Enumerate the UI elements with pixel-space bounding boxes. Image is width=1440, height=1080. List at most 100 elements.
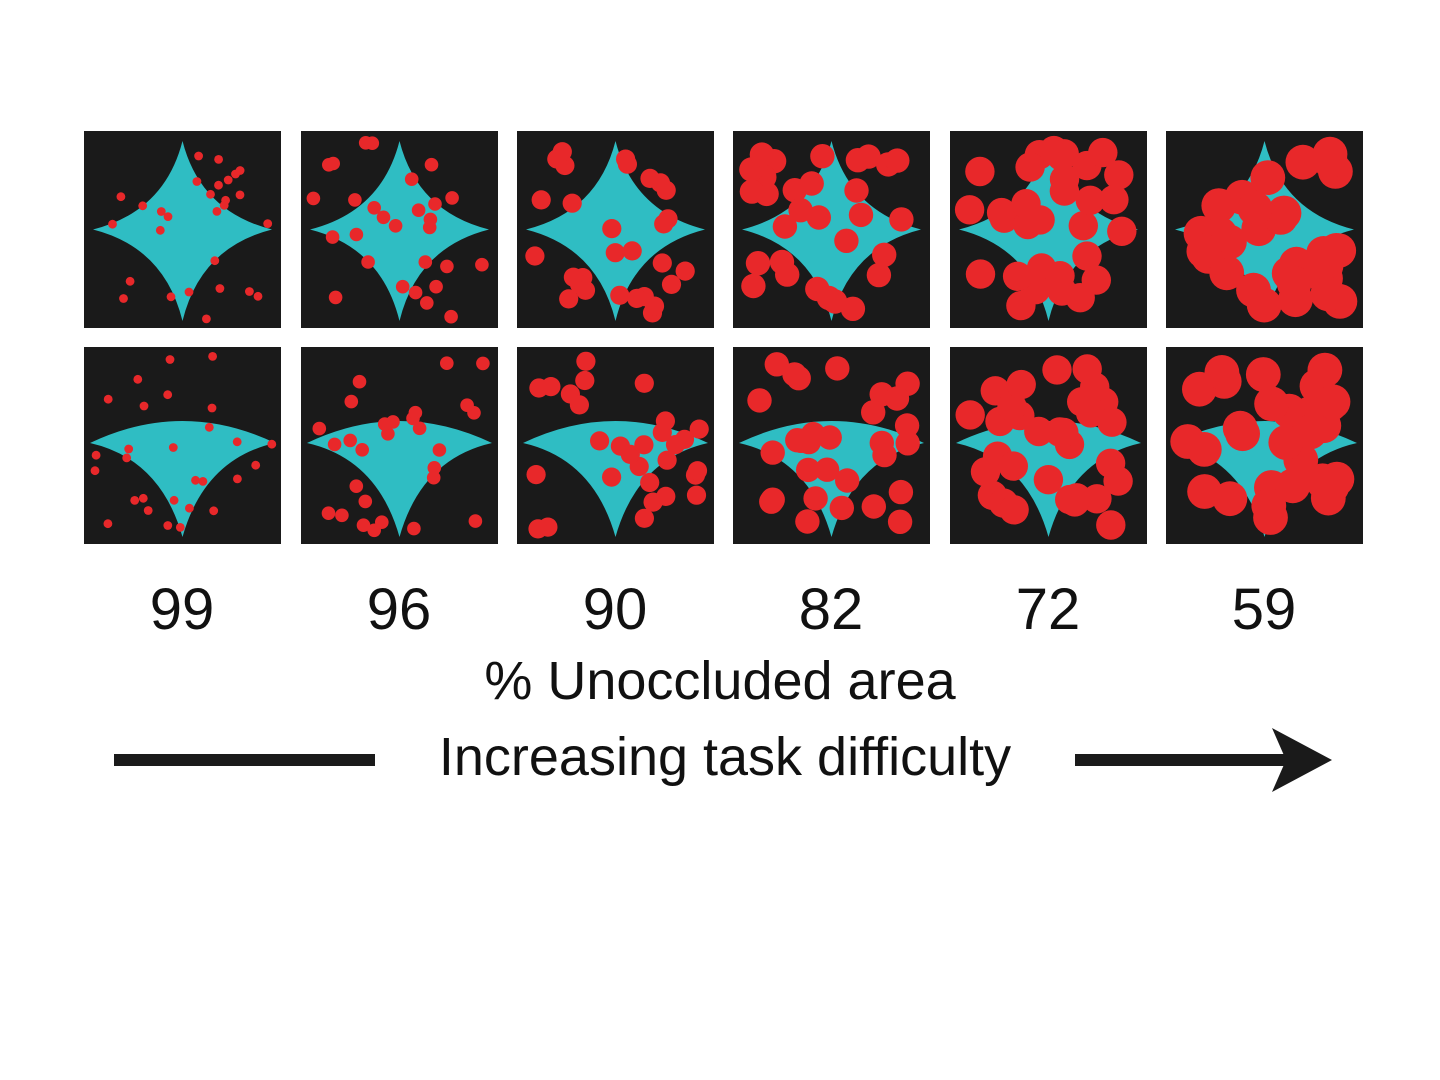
occluder-dot bbox=[885, 148, 910, 173]
occluder-dot bbox=[212, 207, 222, 216]
occluder-dot bbox=[344, 394, 359, 409]
stimulus-panel-59-fan bbox=[1166, 347, 1363, 544]
occluder-dot bbox=[590, 431, 610, 451]
occluder-dot bbox=[848, 202, 874, 228]
occluder-dot bbox=[1212, 481, 1248, 517]
occluder-dot bbox=[1047, 276, 1077, 306]
occluder-dot bbox=[845, 148, 871, 173]
occluder-dot bbox=[139, 401, 149, 411]
occluder-dot bbox=[1186, 233, 1222, 269]
occluder-dot bbox=[644, 296, 665, 316]
occluder-dot bbox=[440, 259, 454, 274]
occluder-dot bbox=[1204, 355, 1240, 390]
occluder-dot bbox=[1305, 463, 1340, 499]
occluder-dot bbox=[559, 289, 579, 309]
occluder-dot bbox=[125, 276, 135, 286]
occluder-dot bbox=[739, 179, 765, 204]
occluder-dot bbox=[251, 460, 261, 470]
occluder-dot bbox=[475, 257, 489, 272]
occluder-dot bbox=[90, 466, 100, 476]
occluder-dot bbox=[1285, 144, 1321, 180]
occluder-dot bbox=[185, 503, 194, 513]
occluder-dot bbox=[782, 362, 807, 387]
occluder-dot bbox=[861, 400, 886, 425]
occluder-dot bbox=[232, 437, 242, 447]
occluder-dot bbox=[468, 514, 483, 528]
occluder-dot bbox=[998, 451, 1028, 481]
occluder-dot bbox=[1006, 369, 1036, 400]
level-label-96: 96 bbox=[366, 577, 432, 642]
occluder-dot bbox=[204, 422, 214, 432]
occluder-dot bbox=[576, 351, 596, 371]
occluder-dot bbox=[163, 521, 173, 530]
stimulus-panel-96-fan bbox=[301, 347, 498, 544]
stimulus-panel-82-diamond bbox=[733, 131, 930, 328]
occluder-dot bbox=[1015, 152, 1045, 182]
occluder-dot bbox=[349, 479, 364, 494]
occluder-dot bbox=[610, 285, 630, 305]
occluder-dot bbox=[352, 374, 367, 389]
occluder-dot bbox=[426, 470, 441, 485]
occluder-dot bbox=[650, 173, 671, 193]
occluder-dot bbox=[206, 189, 215, 199]
occluder-dot bbox=[1321, 233, 1357, 268]
occluder-dot bbox=[634, 435, 654, 455]
occluder-dot bbox=[760, 487, 785, 512]
occluder-dot bbox=[775, 262, 800, 287]
occluder-dot bbox=[253, 291, 263, 301]
occluder-dot bbox=[1081, 265, 1112, 295]
occluder-dot bbox=[1025, 205, 1055, 235]
occluder-dot bbox=[772, 214, 798, 239]
level-label-99: 99 bbox=[149, 577, 215, 642]
occluder-dot bbox=[686, 485, 707, 505]
occluder-dot bbox=[825, 356, 850, 381]
occluder-dot bbox=[872, 242, 897, 267]
occluder-dot bbox=[335, 508, 349, 523]
occluder-dot bbox=[999, 495, 1029, 525]
occluder-dot bbox=[130, 496, 140, 505]
occluder-dot bbox=[407, 521, 421, 536]
occluder-dot bbox=[116, 192, 126, 202]
occluder-dot bbox=[674, 429, 695, 449]
occluder-dot bbox=[1024, 416, 1054, 447]
occluder-dot bbox=[245, 287, 254, 296]
occluder-dot bbox=[428, 197, 442, 211]
occluder-dot bbox=[1251, 488, 1287, 523]
occluder-dot bbox=[965, 156, 995, 187]
occluder-dot bbox=[365, 136, 380, 150]
occluder-dot bbox=[411, 203, 426, 217]
occluder-dot bbox=[191, 475, 200, 485]
occluder-dot bbox=[208, 352, 218, 361]
occluder-dot bbox=[444, 309, 458, 324]
stimulus-panel-82-fan bbox=[733, 347, 930, 544]
occluder-dot bbox=[358, 494, 373, 509]
occluder-dot bbox=[223, 175, 233, 185]
occluder-dot bbox=[343, 433, 358, 448]
occluder-dot bbox=[103, 519, 113, 529]
occluder-dot bbox=[884, 386, 910, 411]
occluder-dot bbox=[822, 289, 848, 314]
occluder-dot bbox=[1312, 143, 1348, 179]
occluder-dot bbox=[375, 515, 389, 529]
occluder-dot bbox=[895, 431, 920, 456]
occluder-dot bbox=[1237, 191, 1273, 227]
occluder-dot bbox=[207, 403, 217, 413]
occluder-dot bbox=[1067, 387, 1097, 417]
occluder-dot bbox=[531, 190, 551, 210]
occluder-dot bbox=[782, 178, 807, 203]
occluder-dot bbox=[997, 392, 1027, 422]
occluder-dot bbox=[872, 442, 897, 468]
diamond-shape bbox=[742, 141, 921, 321]
occluder-dot bbox=[795, 509, 820, 534]
occluder-dot bbox=[412, 421, 427, 436]
occluder-dot bbox=[328, 290, 343, 305]
stimulus-panel-99-fan bbox=[84, 347, 281, 544]
occluder-dot bbox=[764, 352, 789, 377]
occluder-dot bbox=[675, 261, 695, 281]
occluder-dot bbox=[263, 219, 273, 229]
occluder-dot bbox=[1107, 216, 1137, 246]
occluder-dot bbox=[1245, 357, 1281, 392]
occluder-dot bbox=[689, 419, 709, 439]
occluder-dot bbox=[423, 212, 438, 227]
